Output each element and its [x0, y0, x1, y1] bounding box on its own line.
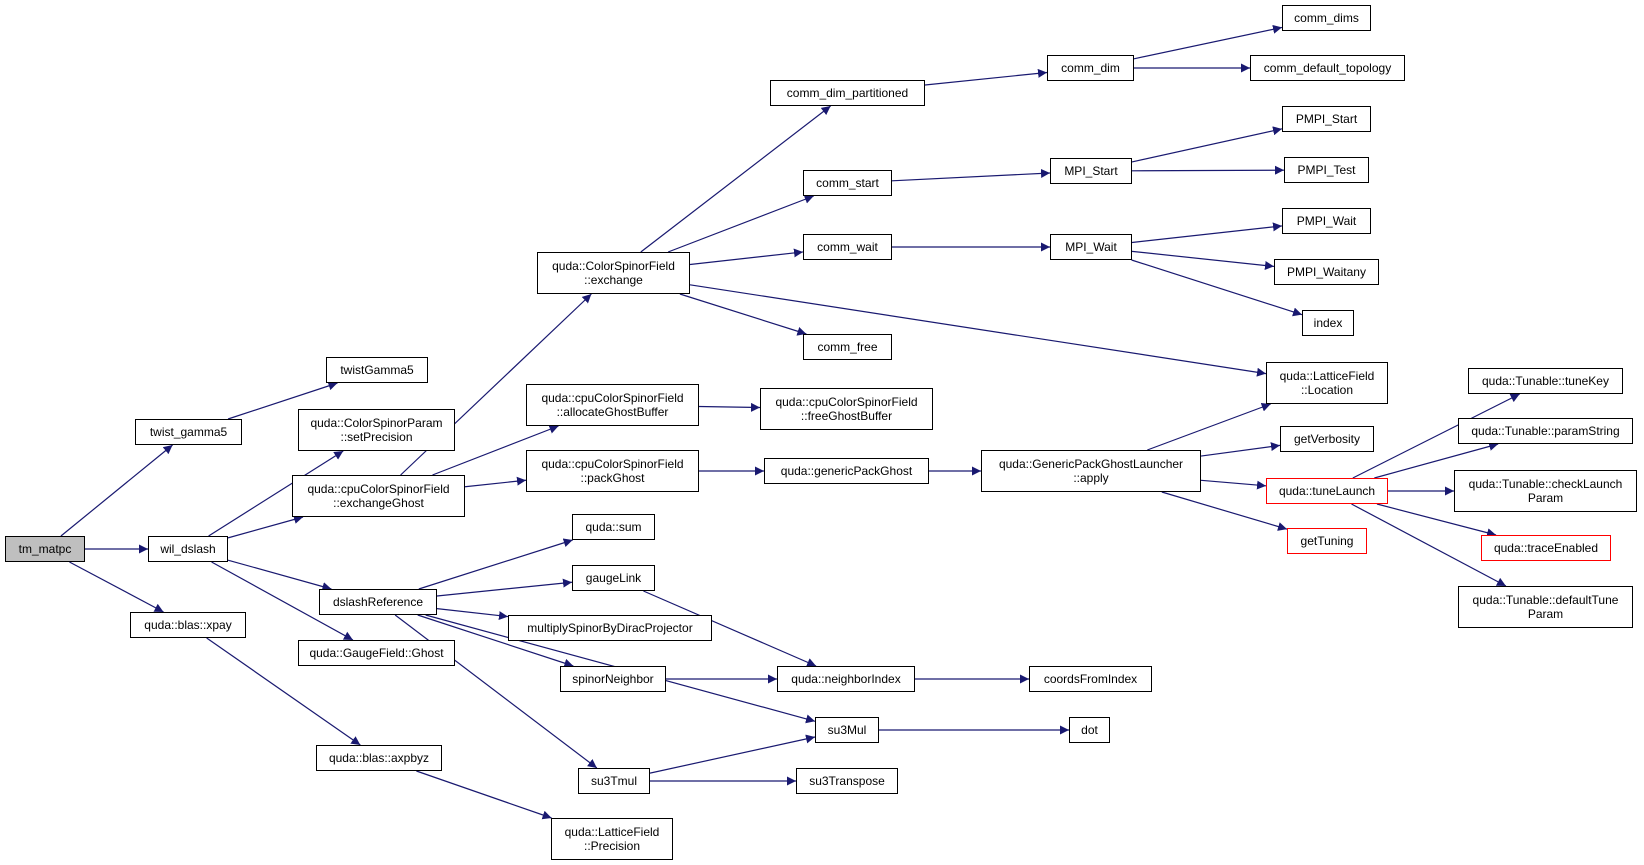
node-colorspinorparam-setprecision[interactable]: quda::ColorSpinorParam::setPrecision: [298, 409, 455, 451]
node-gaugefield-ghost[interactable]: quda::GaugeField::Ghost: [298, 640, 455, 666]
edge-comm_start-to-mpi_start: [891, 168, 1051, 182]
node-pmpi-wait[interactable]: PMPI_Wait: [1282, 208, 1371, 234]
edge-colorspinorfield_exchange-to-latticefield_location: [689, 284, 1267, 377]
node-multiplyspinorbydiracprojector[interactable]: multiplySpinorByDiracProjector: [508, 615, 712, 641]
edge-su3tmul-to-su3mul: [649, 734, 816, 774]
edge-quda_blas_xpay-to-quda_blas_axpbyz: [206, 637, 361, 746]
node-quda-blas-xpay[interactable]: quda::blas::xpay: [130, 612, 246, 638]
node-twistgamma5[interactable]: twistGamma5: [326, 357, 428, 383]
node-su3tmul[interactable]: su3Tmul: [578, 768, 650, 794]
node-comm-dims[interactable]: comm_dims: [1282, 5, 1371, 31]
node-wil-dslash[interactable]: wil_dslash: [148, 536, 228, 562]
edge-mpi_start-to-pmpi_start: [1131, 126, 1283, 163]
node-quda-tunelaunch[interactable]: quda::tuneLaunch: [1266, 478, 1388, 504]
node-quda-sum[interactable]: quda::sum: [572, 514, 655, 540]
node-cpucolorspinorfield-allocateghostbuffer[interactable]: quda::cpuColorSpinorField::allocateGhost…: [526, 384, 699, 426]
edge-tunelaunch-to-traceenabled: [1376, 503, 1497, 538]
edge-comm_dim_partitioned-to-comm_dim: [924, 68, 1048, 86]
edge-wil_dslash-to-cpu_exchangeghost: [227, 515, 304, 539]
edge-tunelaunch-to-tunable_tunekey: [1352, 393, 1520, 479]
node-comm-wait[interactable]: comm_wait: [803, 234, 892, 260]
node-tunable-tunekey[interactable]: quda::Tunable::tuneKey: [1468, 368, 1623, 394]
node-quda-traceenabled[interactable]: quda::traceEnabled: [1481, 535, 1611, 561]
node-index[interactable]: index: [1302, 310, 1354, 336]
edge-twist_gamma5-to-twistGamma5: [227, 381, 338, 420]
edge-tm_matpc-to-twist_gamma5: [60, 444, 173, 537]
edge-tunelaunch-to-tunable_paramstring: [1374, 442, 1499, 479]
edge-colorspinorfield_exchange-to-comm_free: [679, 293, 807, 336]
edge-colorspinorfield_exchange-to-comm_wait: [689, 248, 804, 266]
edge-cpu_allocateghostbuffer-to-cpu_freeghostbuffer: [698, 402, 761, 412]
node-cpucolorspinorfield-exchangeghost[interactable]: quda::cpuColorSpinorField::exchangeGhost: [292, 475, 465, 517]
node-spinorneighbor[interactable]: spinorNeighbor: [560, 666, 666, 692]
edge-mpi_wait-to-pmpi_wait: [1131, 222, 1283, 244]
node-genericpackghostlauncher-apply[interactable]: quda::GenericPackGhostLauncher::apply: [981, 450, 1201, 492]
edge-wil_dslash-to-colorspinorparam_setprecision: [208, 450, 344, 537]
node-quda-neighborindex[interactable]: quda::neighborIndex: [777, 666, 915, 692]
node-quda-genericpackghost[interactable]: quda::genericPackGhost: [764, 458, 929, 484]
edge-genericpackghostlauncher_apply-to-gettuning: [1161, 491, 1288, 531]
node-tunable-paramstring[interactable]: quda::Tunable::paramString: [1458, 418, 1633, 444]
edge-colorspinorfield_exchange-to-comm_start: [667, 195, 814, 253]
node-dslashreference[interactable]: dslashReference: [319, 589, 437, 615]
node-gettuning[interactable]: getTuning: [1287, 528, 1367, 554]
edge-gaugelink-to-neighborindex: [643, 590, 817, 667]
edge-dslashreference-to-spinorneighbor: [417, 614, 574, 668]
edge-dslashreference-to-multiplyspinor: [436, 608, 509, 621]
edge-dslashreference-to-quda_sum: [418, 538, 573, 590]
node-mpi-start[interactable]: MPI_Start: [1050, 158, 1132, 184]
node-tm-matpc[interactable]: tm_matpc: [5, 536, 85, 562]
node-comm-free[interactable]: comm_free: [803, 334, 892, 360]
node-comm-start[interactable]: comm_start: [803, 170, 892, 196]
node-gaugelink[interactable]: gaugeLink: [572, 565, 655, 591]
node-pmpi-start[interactable]: PMPI_Start: [1282, 106, 1371, 132]
edge-genericpackghostlauncher_apply-to-latticefield_location: [1147, 402, 1271, 451]
edge-mpi_wait-to-pmpi_waitany: [1131, 250, 1275, 270]
edge-quda_blas_axpbyz-to-latticefield_precision: [416, 770, 552, 820]
edge-genericpackghostlauncher_apply-to-tunelaunch: [1200, 479, 1267, 490]
node-comm-dim-partitioned[interactable]: comm_dim_partitioned: [770, 80, 925, 106]
node-coordsfromindex[interactable]: coordsFromIndex: [1029, 666, 1152, 692]
node-cpucolorspinorfield-packghost[interactable]: quda::cpuColorSpinorField::packGhost: [526, 450, 699, 492]
edge-comm_dim-to-comm_dims: [1133, 24, 1283, 60]
node-comm-default-topology[interactable]: comm_default_topology: [1250, 55, 1405, 81]
edge-wil_dslash-to-dslashreference: [227, 559, 332, 591]
node-quda-blas-axpbyz[interactable]: quda::blas::axpbyz: [316, 745, 442, 771]
node-su3mul[interactable]: su3Mul: [815, 717, 879, 743]
node-pmpi-test[interactable]: PMPI_Test: [1284, 157, 1369, 183]
node-mpi-wait[interactable]: MPI_Wait: [1050, 234, 1132, 260]
node-latticefield-location[interactable]: quda::LatticeField::Location: [1266, 362, 1388, 404]
node-twist-gamma5[interactable]: twist_gamma5: [135, 419, 242, 445]
node-comm-dim[interactable]: comm_dim: [1047, 55, 1134, 81]
node-pmpi-waitany[interactable]: PMPI_Waitany: [1274, 259, 1379, 285]
edge-colorspinorfield_exchange-to-comm_dim_partitioned: [640, 105, 831, 253]
node-colorspinorfield-exchange[interactable]: quda::ColorSpinorField::exchange: [537, 252, 690, 294]
edge-genericpackghostlauncher_apply-to-getverbosity: [1200, 442, 1281, 457]
edge-mpi_wait-to-index: [1131, 259, 1303, 317]
edge-tunelaunch-to-tunable_defaulttuneparam: [1351, 503, 1507, 587]
node-dot[interactable]: dot: [1069, 717, 1110, 743]
edge-tm_matpc-to-quda_blas_xpay: [69, 561, 164, 613]
node-getverbosity[interactable]: getVerbosity: [1280, 426, 1374, 452]
edge-cpu_exchangeghost-to-cpu_allocateghostbuffer: [432, 425, 559, 476]
edge-cpu_exchangeghost-to-cpu_packghost: [464, 476, 527, 488]
node-cpucolorspinorfield-freeghostbuffer[interactable]: quda::cpuColorSpinorField::freeGhostBuff…: [760, 388, 933, 430]
edge-mpi_start-to-pmpi_test: [1131, 165, 1285, 175]
edge-wil_dslash-to-gaugefield_ghost: [211, 561, 354, 641]
node-latticefield-precision[interactable]: quda::LatticeField::Precision: [551, 818, 673, 860]
node-su3transpose[interactable]: su3Transpose: [796, 768, 898, 794]
edge-dslashreference-to-gaugelink: [436, 578, 573, 597]
